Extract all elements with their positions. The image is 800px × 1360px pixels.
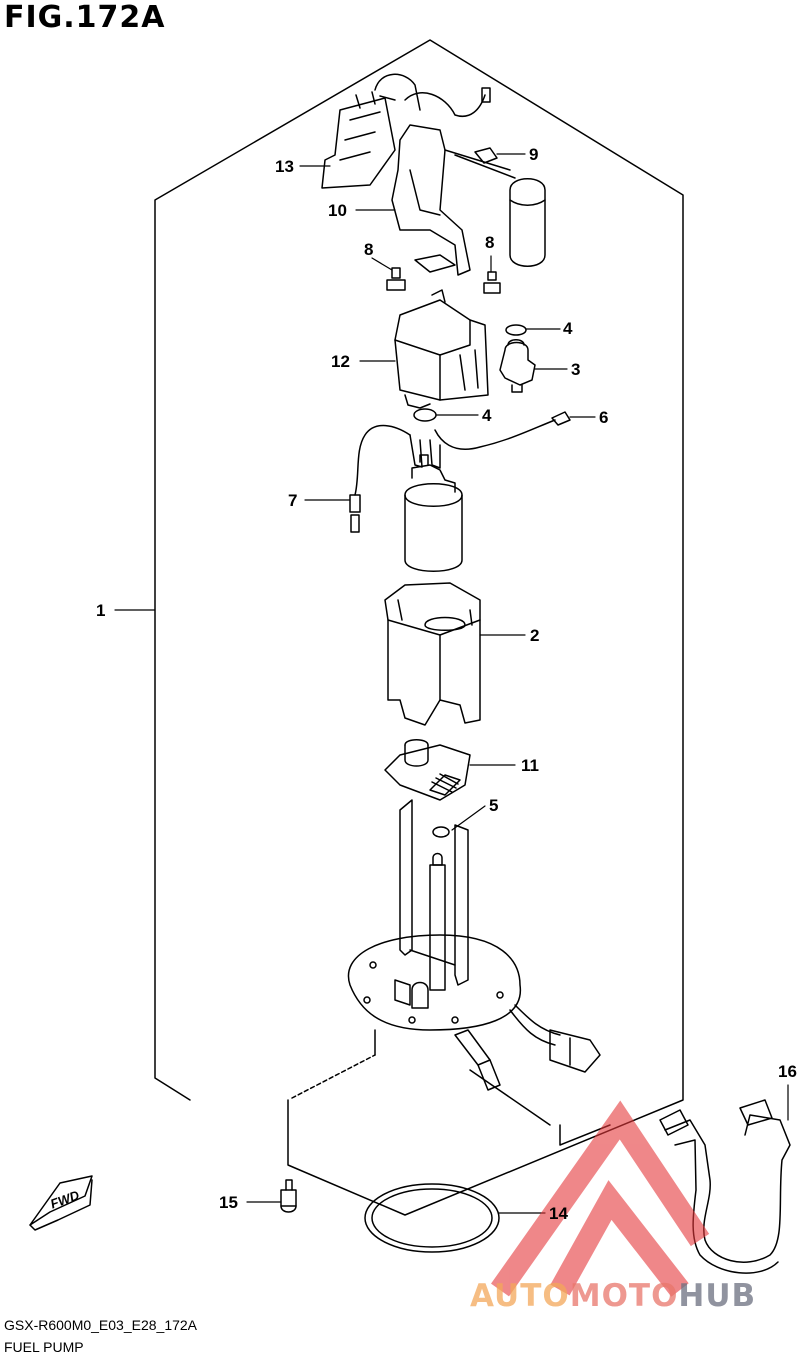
- callout-7: 7: [288, 491, 298, 510]
- watermark-text: AUTOMOTOHUB: [470, 1278, 756, 1314]
- callout-9: 9: [529, 145, 539, 164]
- clip-9: [474, 147, 498, 164]
- callout-11: 11: [521, 756, 539, 775]
- pump-frame-rails: [399, 799, 469, 991]
- callout-3: 3: [571, 360, 581, 379]
- watermark-moto: MOTO: [569, 1278, 679, 1314]
- bolt-15: [280, 1179, 297, 1213]
- watermark-hub: HUB: [678, 1278, 757, 1314]
- figure-caption: FUEL PUMP: [4, 1339, 84, 1355]
- level-float: [509, 178, 546, 267]
- gasket-14: [364, 1183, 500, 1253]
- lead-wire-7: [349, 424, 423, 533]
- callout-10: 10: [328, 201, 347, 220]
- callout-16: 16: [778, 1062, 797, 1081]
- callout-5: 5: [489, 796, 499, 815]
- fuel-hose-16: [659, 1099, 791, 1274]
- callout-8-right: 8: [485, 233, 495, 252]
- callout-1: 1: [96, 601, 106, 620]
- callout-4-lower: 4: [482, 406, 492, 425]
- bolt-8-right: [483, 271, 501, 294]
- gauge-bracket-10: [391, 124, 516, 276]
- pump-case-2: [384, 582, 481, 726]
- pump-cover-12: [394, 289, 489, 409]
- leader-lines: [114, 153, 789, 1214]
- bolt-8-left: [386, 267, 406, 291]
- callout-4-upper: 4: [563, 319, 573, 338]
- connector-bracket-13: [321, 73, 491, 189]
- fwd-arrow-icon: [29, 1175, 93, 1231]
- fuel-pump-motor: [404, 454, 463, 572]
- o-ring-5: [432, 826, 450, 838]
- callout-8-left: 8: [364, 240, 374, 259]
- mounting-flange-plate: [347, 934, 521, 1031]
- figure-title: FIG.172A: [4, 0, 166, 35]
- callout-2: 2: [530, 626, 540, 645]
- callout-12: 12: [331, 352, 350, 371]
- automotohub-logo-icon: [491, 1100, 710, 1297]
- o-ring-4-upper: [505, 324, 527, 336]
- callout-14: 14: [549, 1204, 568, 1223]
- watermark-auto: AUTO: [470, 1278, 570, 1314]
- assembly-boundary: [154, 39, 684, 1216]
- pressure-regulator-3: [499, 339, 536, 393]
- assembly-boundary-dash: [559, 1124, 611, 1146]
- outlet-pipe: [454, 1029, 501, 1091]
- callout-13: 13: [275, 157, 294, 176]
- callout-15: 15: [219, 1193, 238, 1212]
- model-code: GSX-R600M0_E03_E28_172A: [4, 1317, 198, 1333]
- lead-wire-6: [429, 411, 571, 469]
- fuel-filter-11: [384, 739, 471, 801]
- callout-6: 6: [599, 408, 609, 427]
- fwd-label: FWD: [48, 1187, 82, 1211]
- o-ring-4-lower: [413, 408, 437, 422]
- wire-harness-coupler: [509, 1004, 601, 1073]
